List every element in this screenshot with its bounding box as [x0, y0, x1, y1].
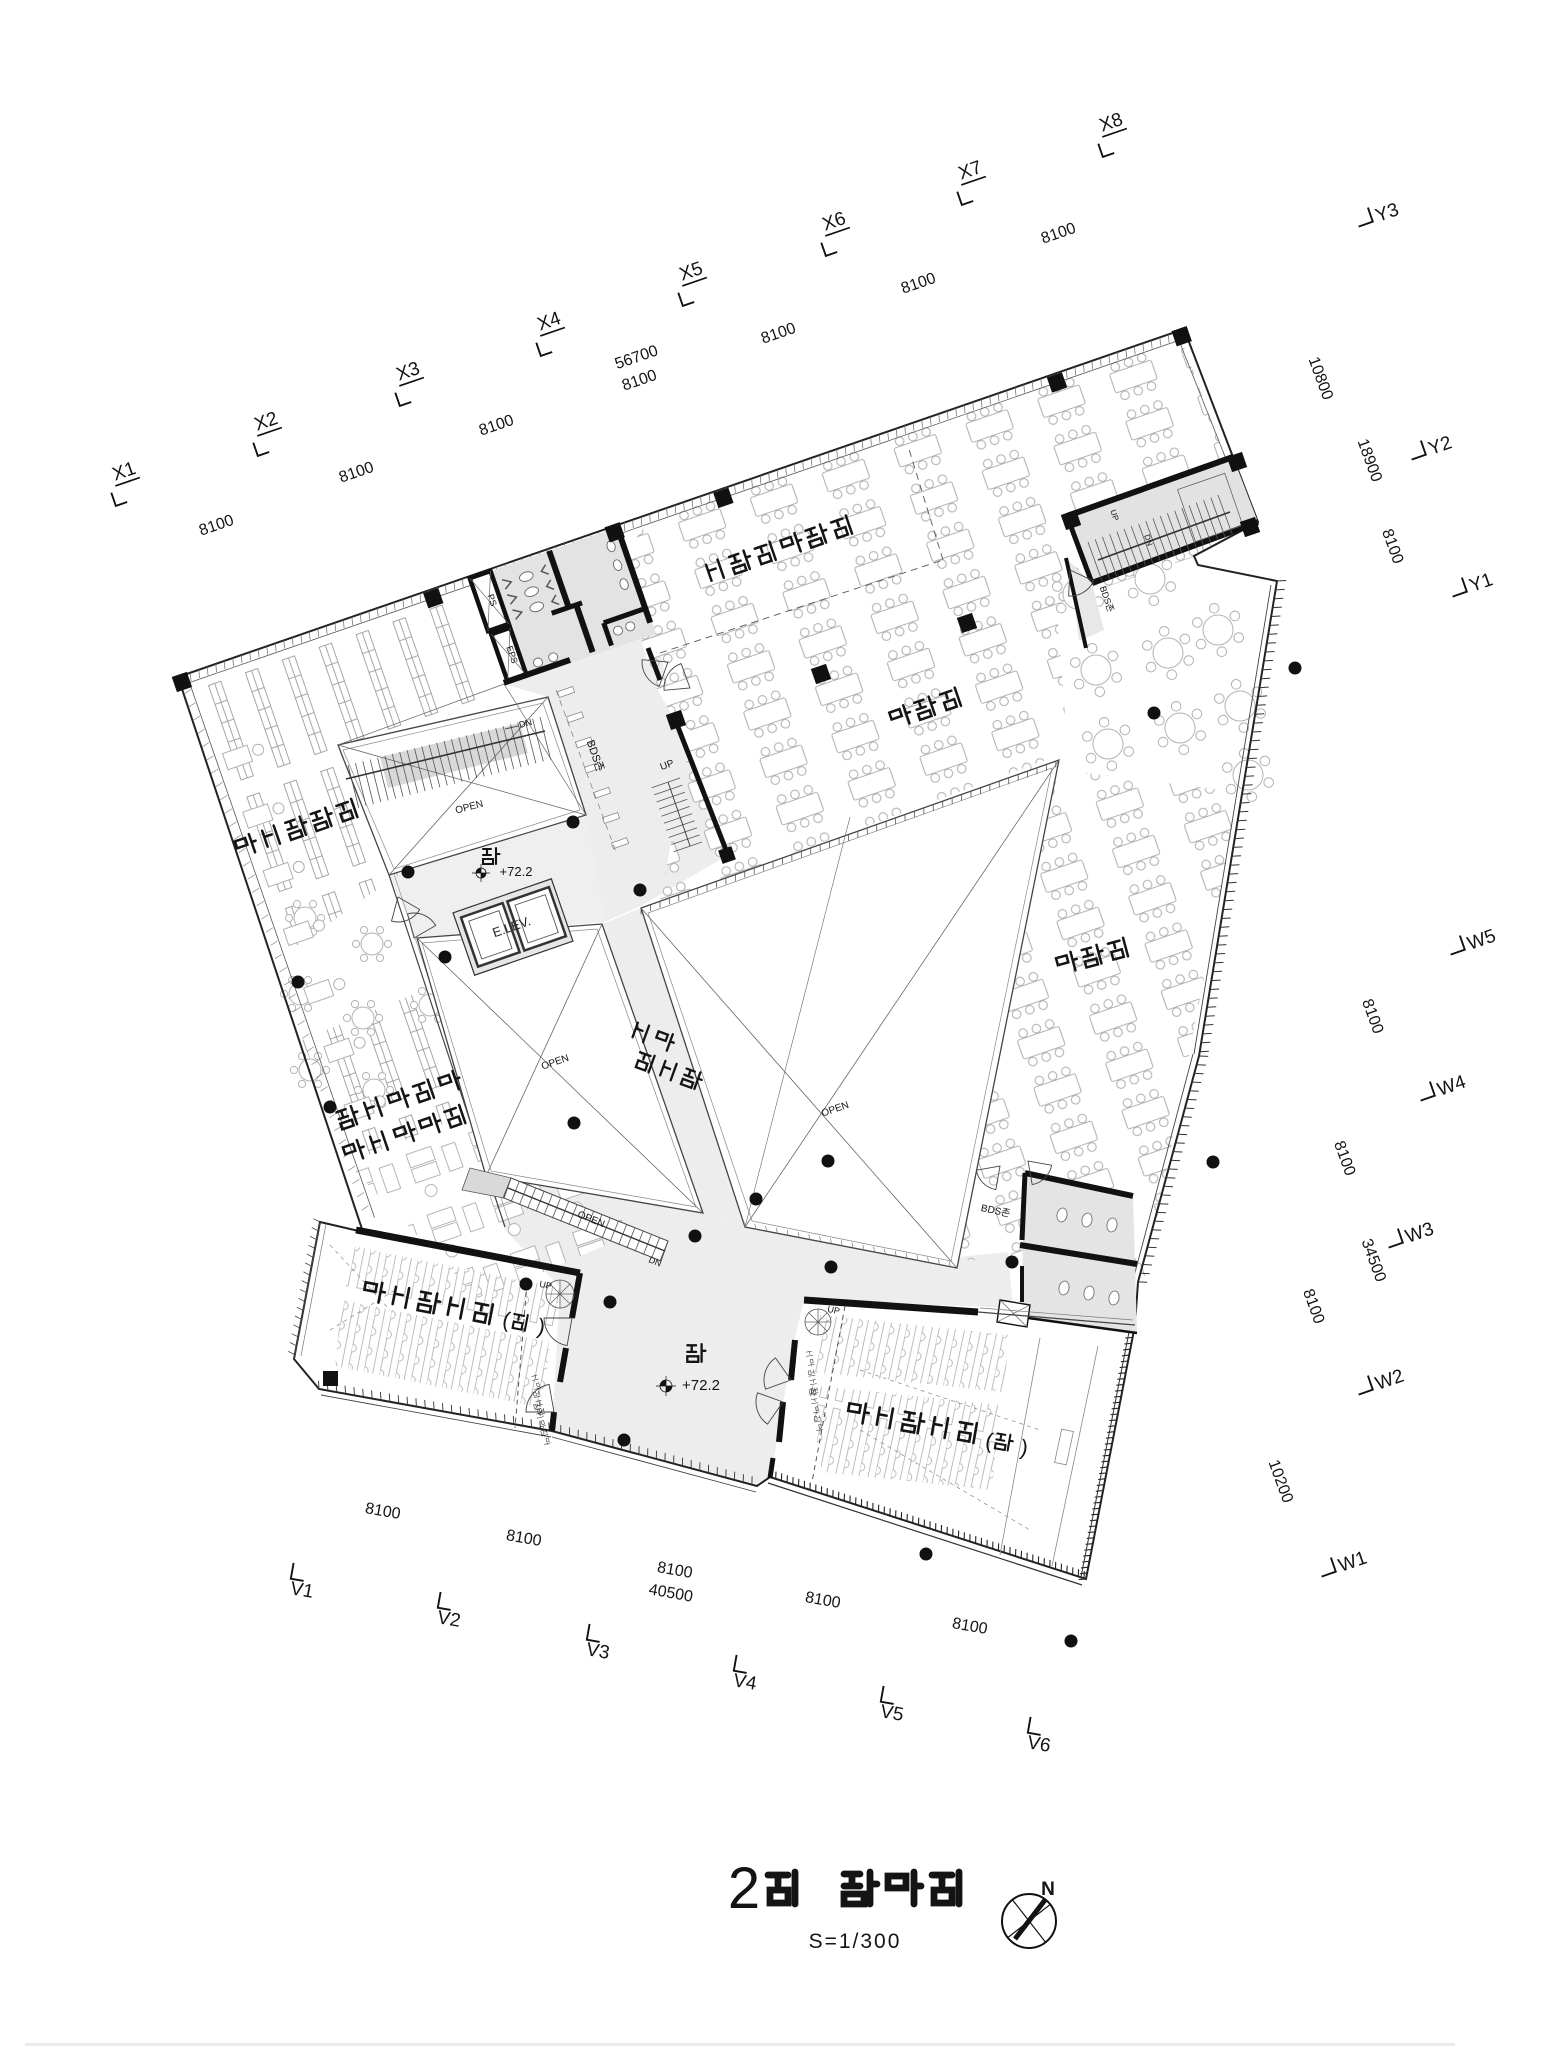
- svg-text:V3: V3: [585, 1639, 612, 1664]
- svg-text:V1: V1: [289, 1578, 316, 1603]
- svg-text:V5: V5: [879, 1701, 906, 1726]
- svg-text:N: N: [1041, 1879, 1055, 1900]
- svg-text:+72.2: +72.2: [500, 864, 533, 879]
- svg-text:2: 2: [728, 1856, 760, 1921]
- svg-text:S=1/300: S=1/300: [809, 1930, 902, 1953]
- svg-text:+72.2: +72.2: [682, 1377, 720, 1394]
- svg-text:V2: V2: [436, 1607, 463, 1632]
- svg-text:V6: V6: [1026, 1732, 1053, 1757]
- svg-text:V4: V4: [732, 1670, 759, 1695]
